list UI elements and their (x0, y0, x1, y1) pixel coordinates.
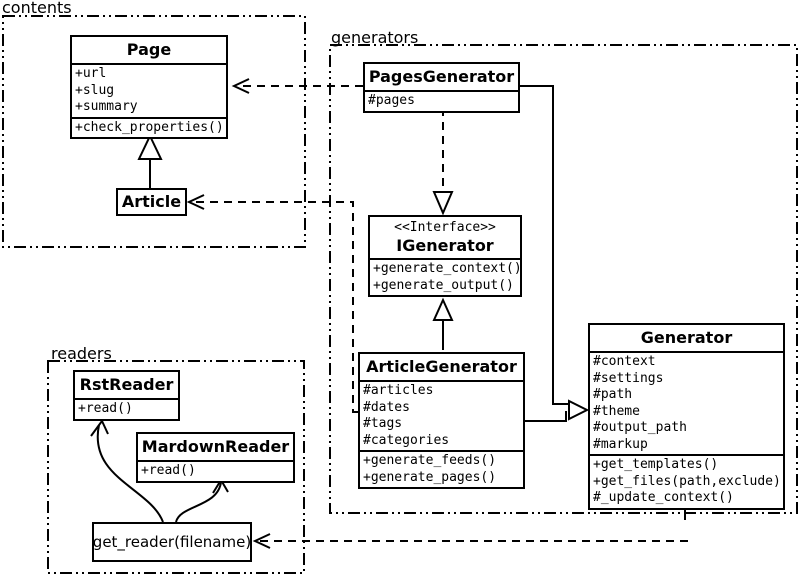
class-generator: Generator #context #settings #path #them… (588, 323, 785, 510)
class-igenerator-name: IGenerator (396, 236, 494, 255)
association-getreader-mardownreader-curve (175, 481, 222, 523)
package-label-readers: readers (51, 344, 112, 363)
attribute: +slug (75, 82, 115, 98)
attribute: #output_path (593, 420, 687, 435)
attribute: #pages (368, 93, 415, 108)
attribute: #articles (363, 383, 434, 398)
class-igenerator-title: <<Interface>> IGenerator (370, 217, 520, 258)
function-get-reader: get_reader(filename) (92, 522, 252, 562)
package-label-generators: generators (331, 28, 419, 47)
class-rstreader-title: RstReader (79, 375, 174, 394)
class-generator-attributes: #context #settings #path #theme #output_… (590, 351, 783, 454)
inheritance-articlegenerator-igenerator-triangle (432, 297, 454, 321)
class-page: Page +url +slug +summary +check_properti… (70, 35, 228, 139)
class-mardownreader: MardownReader +read() (136, 432, 295, 483)
class-page-methods: +check_properties() (72, 116, 226, 138)
method: +generate_feeds() (363, 453, 497, 468)
class-pagesgenerator: PagesGenerator #pages (363, 62, 520, 113)
attribute: #theme (593, 403, 640, 419)
attribute: #settings (593, 370, 664, 386)
attribute: #markup (593, 436, 648, 452)
package-contents-border (2, 15, 306, 248)
class-mardownreader-methods: +read() (138, 460, 293, 481)
association-getreader-rstreader-curve (96, 424, 164, 523)
attribute: #dates (363, 399, 410, 415)
attribute: #categories (363, 432, 450, 448)
method: +read() (141, 463, 196, 478)
class-articlegenerator: ArticleGenerator #articles #dates #tags … (358, 352, 525, 489)
class-page-attributes: +url +slug +summary (72, 63, 226, 117)
class-pagesgenerator-attributes: #pages (365, 90, 518, 111)
class-rstreader-methods: +read() (75, 398, 178, 419)
class-mardownreader-title: MardownReader (141, 437, 290, 456)
class-page-title: Page (126, 40, 172, 59)
package-label-contents: contents (2, 0, 72, 17)
attribute: +url (75, 66, 107, 81)
dependency-generator-getreader-arrow (252, 533, 271, 549)
method: +generate_pages() (363, 469, 497, 485)
attribute: #tags (363, 416, 403, 431)
class-generator-title: Generator (640, 328, 733, 347)
class-pagesgenerator-title: PagesGenerator (368, 67, 515, 86)
method: #_update_context() (593, 490, 734, 505)
dependency-pagesgenerator-page-arrow (231, 78, 250, 94)
class-articlegenerator-methods: +generate_feeds() +generate_pages() (360, 450, 523, 487)
inheritance-article-page-triangle (137, 133, 163, 160)
class-generator-methods: +get_templates() +get_files(path,exclude… (590, 454, 783, 508)
class-articlegenerator-title: ArticleGenerator (366, 357, 517, 376)
class-article-title: Article (121, 192, 182, 211)
class-articlegenerator-attributes: #articles #dates #tags #categories (360, 380, 523, 450)
method: +check_properties() (75, 119, 224, 135)
method: +get_templates() (593, 457, 719, 472)
association-getreader-rstreader-arrow (90, 420, 109, 437)
method: +generate_context() (373, 261, 522, 276)
package-generators-border (329, 44, 798, 514)
package-readers-border (47, 360, 305, 574)
class-article: Article (116, 188, 187, 216)
method: +read() (78, 401, 133, 416)
inheritance-articlegenerator-generator-line (525, 411, 567, 422)
inheritance-generator-triangle (568, 399, 590, 421)
attribute: +summary (75, 99, 138, 114)
class-igenerator-stereotype: <<Interface>> (394, 220, 496, 235)
dependency-articlegenerator-article-arrow (186, 194, 205, 210)
attribute: #context (593, 354, 656, 369)
inheritance-pagesgenerator-generator-line (520, 85, 569, 405)
class-igenerator-methods: +generate_context() +generate_output() (370, 258, 522, 295)
method: +generate_output() (373, 277, 514, 293)
attribute: #path (593, 387, 633, 402)
class-igenerator: <<Interface>> IGenerator +generate_conte… (368, 215, 522, 297)
method: +get_files(path,exclude) (593, 473, 781, 489)
dependency-articlegenerator-article-line (193, 201, 358, 413)
realization-pagesgenerator-igenerator-triangle (432, 191, 454, 216)
class-rstreader: RstReader +read() (73, 370, 180, 421)
